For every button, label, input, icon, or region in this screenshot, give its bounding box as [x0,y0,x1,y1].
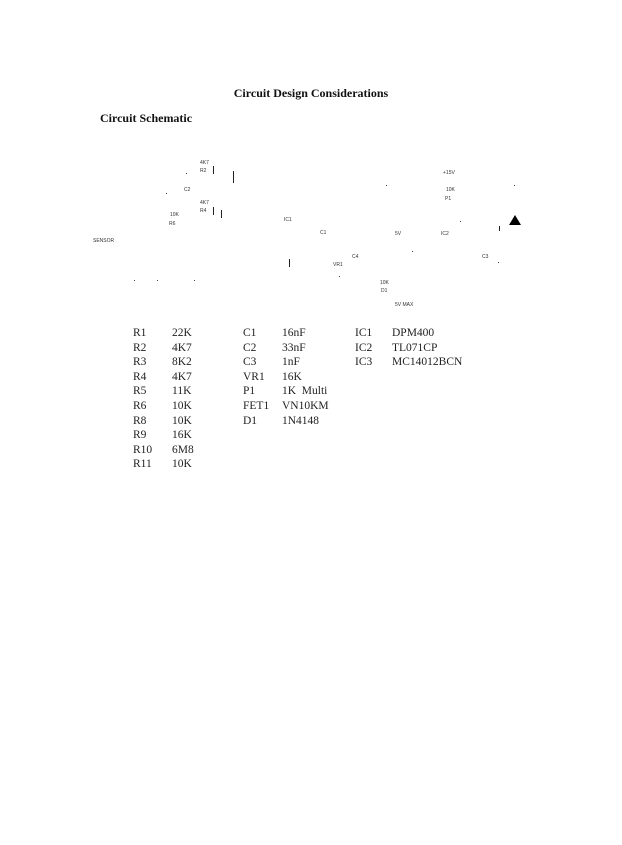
schematic-label: 5V [395,231,402,237]
wire [221,210,222,218]
parts-refs-resistors: R1 R2 R3 R4 R5 R6 R8 R9 R10 R11 [133,326,152,472]
part-ref: IC1 [355,327,373,339]
part-value: 10K [172,399,192,412]
part-ref: C1 [243,327,257,339]
schematic-label: P1 [445,196,452,202]
schematic-label: R2 [200,168,207,174]
part-value: DPM400 [392,327,435,339]
part-ref: IC3 [355,356,373,369]
schematic-label: R4 [200,208,207,214]
schematic-label: IC1 [284,217,292,223]
part-ref: R3 [133,356,147,369]
part-value: 1N4148 [282,414,320,427]
schematic-label: 5V MAX [395,302,414,308]
schematic-label: R6 [169,221,176,227]
output-arrow-icon [509,215,521,225]
schematic-label: D1 [381,288,388,294]
schematic-label: C3 [482,254,489,260]
schematic-label: 10K [446,187,455,193]
schematic-label: 4K7 [200,200,209,206]
part-ref: C3 [243,356,257,369]
part-ref: R1 [133,327,147,339]
part-value: 22K [172,327,192,339]
part-value: 10K [172,458,192,471]
wire [213,166,214,174]
schematic-label: +15V [443,170,455,176]
part-value: 11K [172,385,192,398]
schematic-label: 4K7 [200,160,209,166]
schematic-label: 10K [380,280,389,286]
part-ref: R9 [133,429,147,442]
part-ref: R2 [133,341,147,354]
part-ref: R6 [133,399,147,412]
schematic-label: C1 [320,230,327,236]
schematic-label: SENSOR [93,238,115,244]
part-ref: R10 [133,443,153,456]
parts-refs-ics: IC1 IC2 IC3 [355,326,372,370]
part-value: TL071CP [392,341,438,354]
schematic-label: 10K [170,212,179,218]
parts-refs-others: C1 C2 C3 VR1 P1 FET1 D1 [243,326,269,428]
schematic-label: VR1 [333,262,343,268]
part-ref: FET1 [243,399,270,412]
part-value: 1nF [282,356,300,369]
part-value: 16K [172,429,192,442]
parts-values-resistors: 22K 4K7 8K2 4K7 11K 10K 10K 16K 6M8 10K [172,326,194,472]
part-value: 10K [172,414,192,427]
part-ref: IC2 [355,341,373,354]
part-ref: D1 [243,414,258,427]
part-ref: VR1 [243,370,265,383]
page-title: Circuit Design Considerations [233,86,389,100]
part-ref: P1 [243,385,256,398]
part-ref: R5 [133,385,147,398]
wire [289,259,290,267]
part-value: 1K Multi [282,385,328,398]
wire [499,226,500,231]
part-value: 4K7 [172,370,192,383]
part-value: 16nF [282,327,306,339]
wire [213,207,214,215]
part-value: 6M8 [172,443,194,456]
parts-values-others: 16nF 33nF 1nF 16K 1K Multi VN10KM 1N4148 [282,326,329,428]
part-ref: C2 [243,341,257,354]
part-ref: R4 [133,370,147,383]
part-value: 16K [282,370,302,383]
schematic-label: C4 [352,254,359,260]
part-value: 8K2 [172,356,192,369]
parts-values-ics: DPM400 TL071CP MC14012BCN [392,326,462,370]
part-ref: R11 [133,458,152,471]
part-value: 4K7 [172,341,192,354]
part-value: VN10KM [282,399,329,412]
part-value: 33nF [282,341,306,354]
part-value: MC14012BCN [392,356,463,369]
wire [233,171,234,183]
schematic-label: IC2 [441,231,449,237]
section-heading: Circuit Schematic [100,111,193,125]
part-ref: R8 [133,414,147,427]
schematic-label: C2 [184,187,191,193]
